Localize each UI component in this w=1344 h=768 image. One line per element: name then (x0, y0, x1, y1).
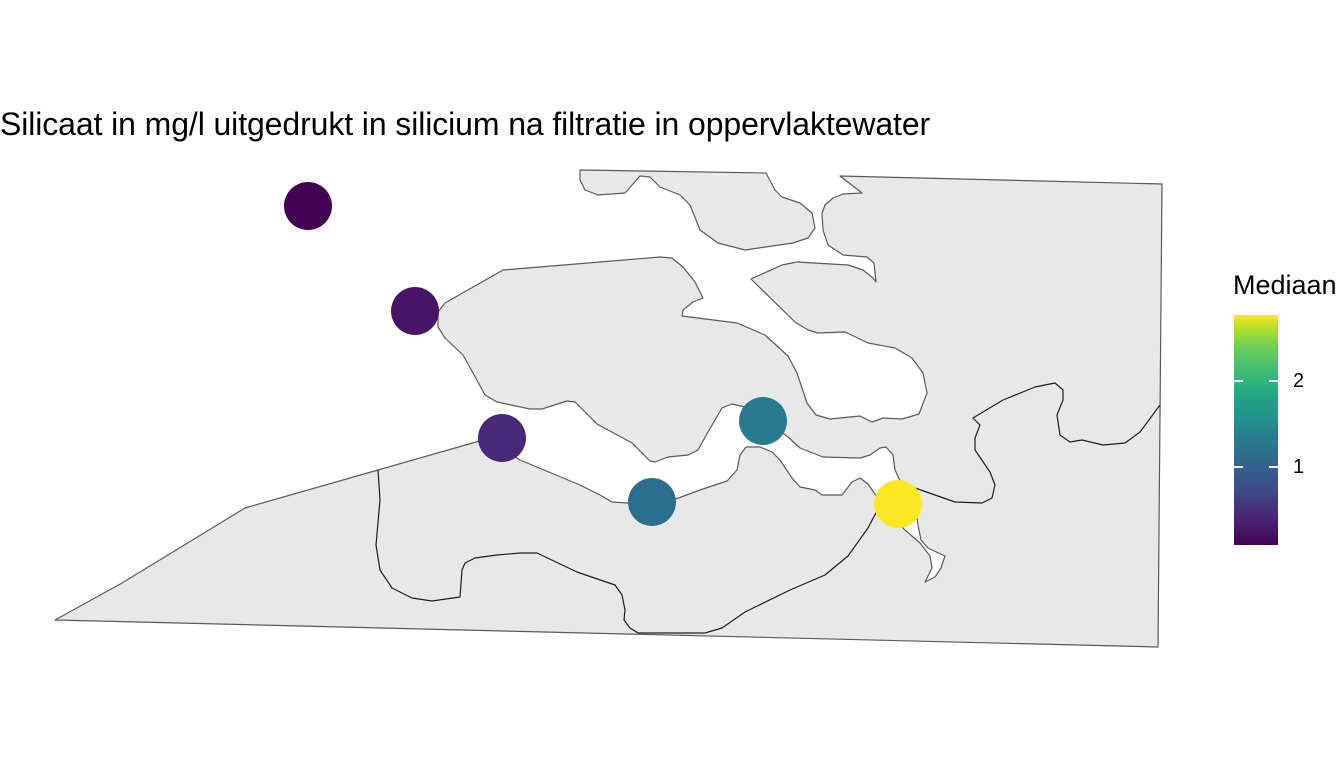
measurement-point (478, 414, 526, 462)
colorbar-tick-left-2 (1234, 380, 1243, 382)
measurement-point (739, 397, 787, 445)
chart-title: Silicaat in mg/l uitgedrukt in silicium … (0, 106, 931, 142)
legend-title: Mediaan (1233, 270, 1337, 300)
colorbar-tick-right-1 (1269, 466, 1278, 468)
north-island (579, 169, 816, 251)
colorbar-tick-right-2 (1269, 380, 1278, 382)
colorbar-tick-left-1 (1234, 466, 1243, 468)
measurement-point (874, 480, 922, 528)
colorbar-label-2: 2 (1293, 370, 1305, 392)
measurement-point (628, 478, 676, 526)
colorbar-label-1: 1 (1293, 456, 1305, 478)
province-border-south (375, 469, 881, 634)
colorbar (1234, 315, 1278, 545)
map-layer (54, 169, 1163, 648)
measurement-point (391, 287, 439, 335)
measurement-point (284, 182, 332, 230)
mainland (54, 175, 1163, 648)
measurement-points (284, 182, 922, 528)
province-border-east (914, 382, 1161, 504)
